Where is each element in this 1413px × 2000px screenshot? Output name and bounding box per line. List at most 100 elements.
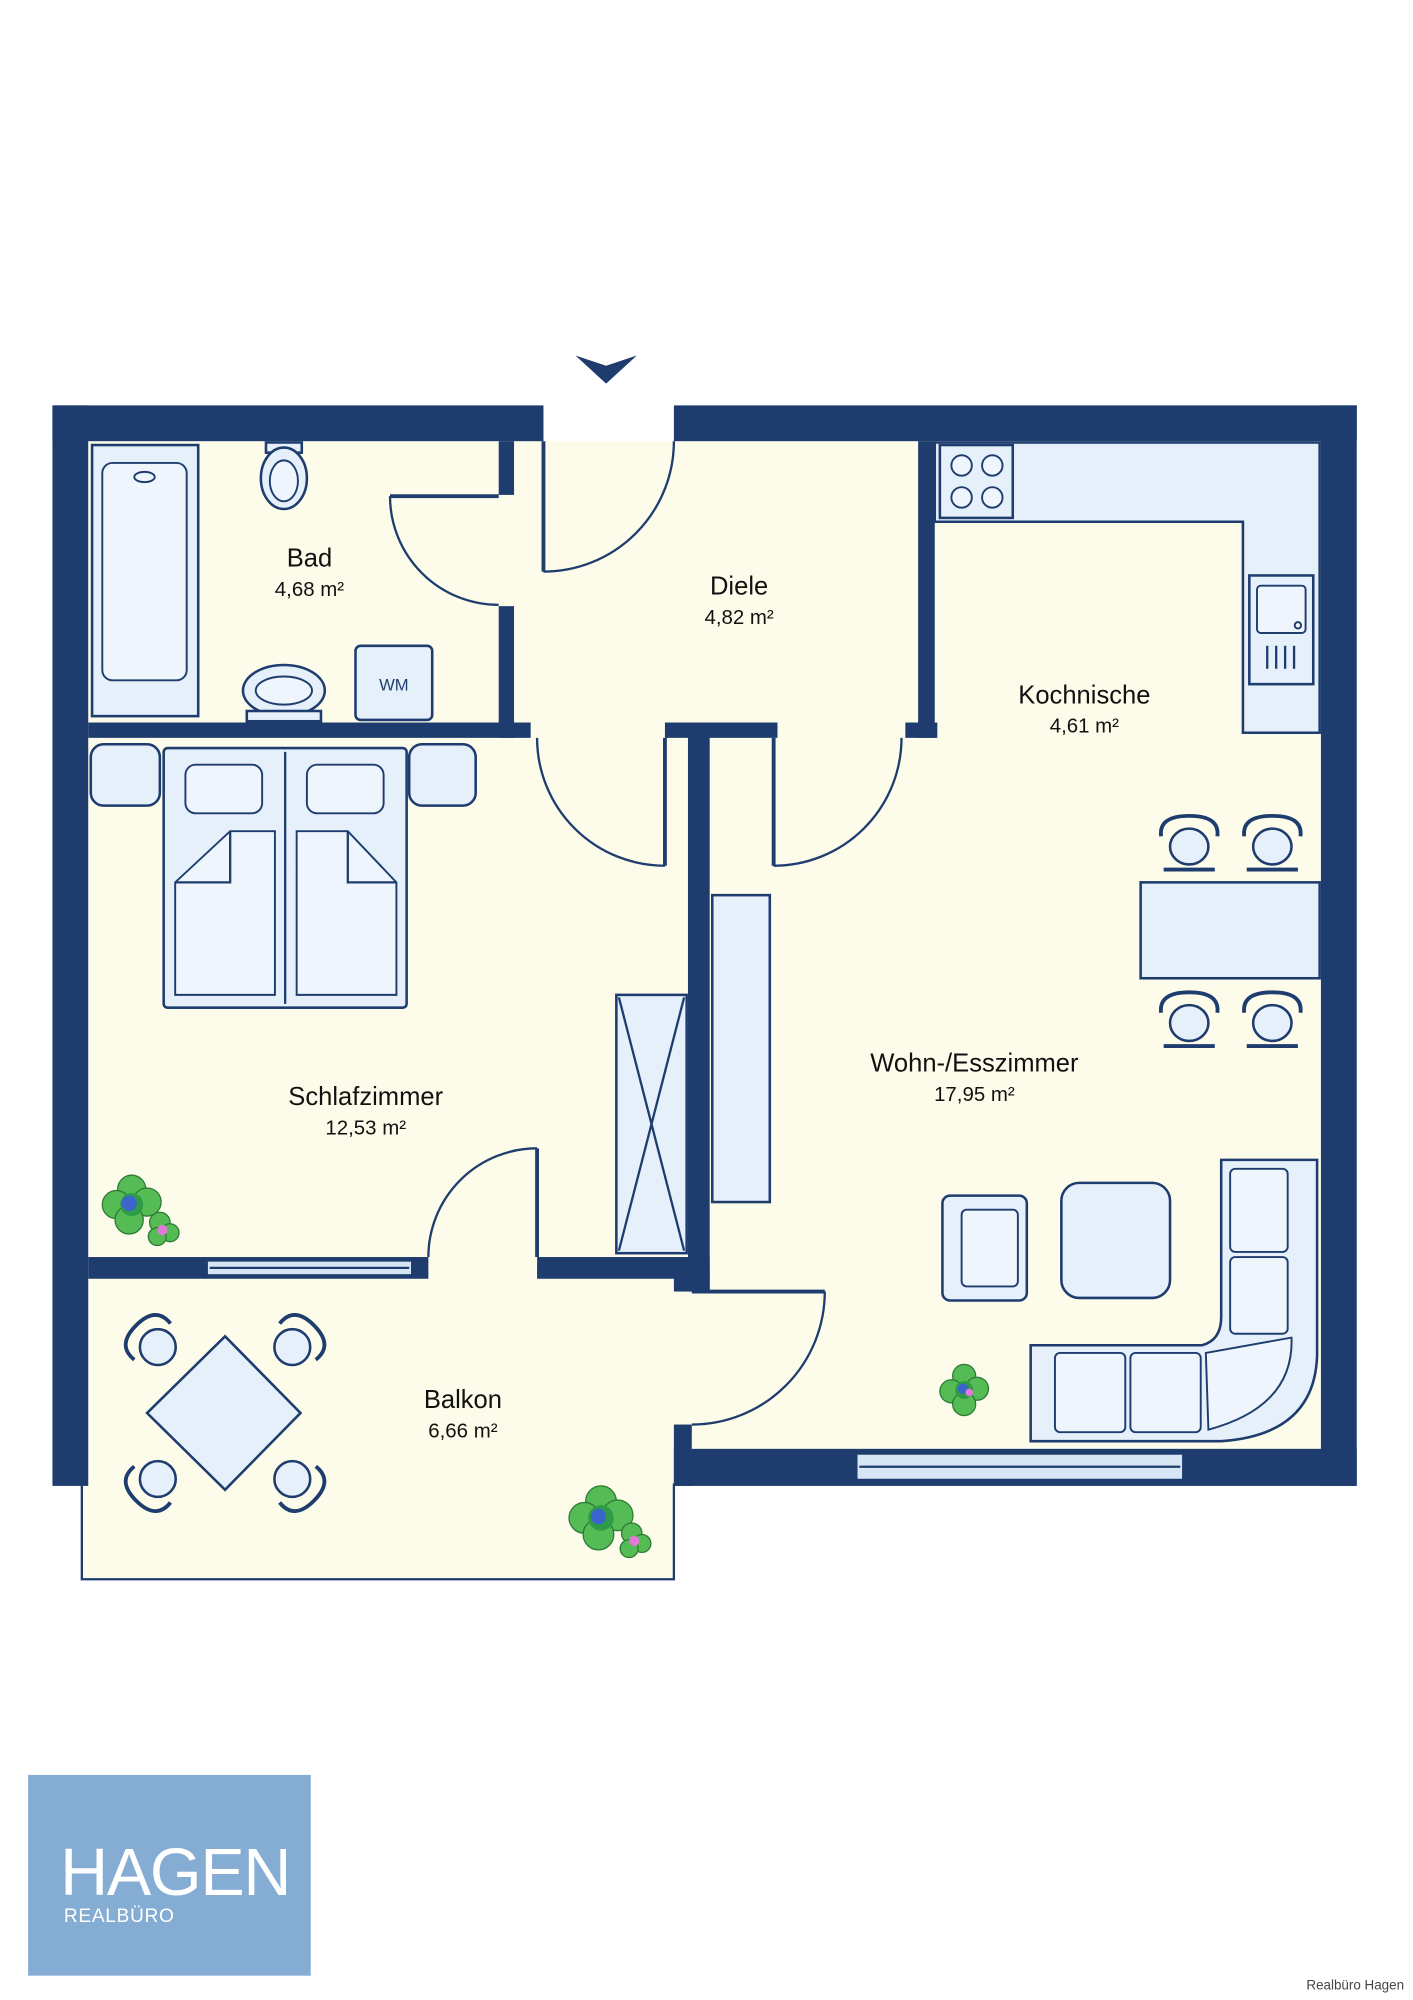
door-wohnzimmer-balkon xyxy=(691,1289,826,1426)
door-swing xyxy=(535,737,665,867)
room-name-bad: Bad xyxy=(287,545,332,573)
plant-core xyxy=(590,1508,607,1525)
balkon-chair xyxy=(273,1313,327,1367)
wall-left xyxy=(52,405,89,1486)
windows xyxy=(206,1260,1184,1481)
washbasin-bowl xyxy=(254,675,313,706)
blanket-left xyxy=(174,830,276,996)
bad-fixtures: WM xyxy=(90,441,434,723)
logo-subtitle: REALBÜRO xyxy=(64,1906,175,1927)
bathtub-drain xyxy=(133,470,156,484)
sink-basin xyxy=(1256,584,1307,634)
room-area-diele: 4,82 m² xyxy=(704,606,773,629)
doors xyxy=(388,441,903,1426)
door-entrance xyxy=(541,441,676,573)
balkon-chair xyxy=(123,1459,177,1514)
room-area-wohn-esszimmer: 17,95 m² xyxy=(934,1083,1015,1106)
chair-seat xyxy=(273,1327,312,1367)
nightstand-right xyxy=(407,742,477,807)
chair-back xyxy=(1242,813,1303,837)
blanket-right-fold xyxy=(346,831,397,884)
room-name-wohn-esszimmer: Wohn-/Esszimmer xyxy=(870,1050,1079,1078)
room-labels: Bad 4,68 m² Diele 4,82 m² Kochnische 4,6… xyxy=(275,545,1151,1443)
door-swing xyxy=(543,441,676,573)
burner xyxy=(981,486,1004,509)
chair-seat xyxy=(1168,827,1210,866)
dining-table xyxy=(1139,881,1321,980)
washbasin-base xyxy=(245,709,323,723)
wall-bad-diele-lower xyxy=(498,606,515,738)
balkon-furniture xyxy=(123,1313,327,1514)
wall-schlaf-wohn xyxy=(687,722,710,1292)
sink-drain xyxy=(1293,621,1303,630)
balkon-outline xyxy=(80,1483,676,1581)
door-swing xyxy=(427,1147,538,1258)
chair-back xyxy=(1159,990,1220,1014)
room-area-kochnische: 4,61 m² xyxy=(1050,715,1119,738)
coffee-table xyxy=(1060,1181,1172,1300)
chair-seat xyxy=(138,1327,177,1367)
nightstand-left xyxy=(89,742,162,807)
plant-bloom xyxy=(629,1535,640,1547)
chair-back xyxy=(123,1313,172,1362)
wall-balkon-stub xyxy=(673,1276,710,1292)
chair-back xyxy=(1159,813,1220,837)
door-schlafzimmer xyxy=(535,737,667,867)
company-logo: HAGEN REALBÜRO xyxy=(28,1774,311,1976)
plant-icon xyxy=(101,1174,180,1247)
room-area-bad: 4,68 m² xyxy=(275,578,344,601)
chair-seat xyxy=(138,1459,177,1499)
chair-seat xyxy=(1251,1003,1293,1043)
balkon-table xyxy=(145,1334,303,1492)
sofa-cushion xyxy=(1229,1167,1289,1253)
room-name-balkon: Balkon xyxy=(424,1386,502,1414)
dining-chair xyxy=(1159,813,1220,872)
sink-drainer xyxy=(1266,645,1296,669)
wall-top-right xyxy=(673,405,1357,442)
chair-back xyxy=(278,1464,327,1514)
wall-diele-kochnische xyxy=(918,441,935,738)
chair-seat xyxy=(273,1459,312,1499)
plant-core xyxy=(957,1383,969,1394)
balkon-chair xyxy=(123,1313,177,1367)
room-area-schlafzimmer: 12,53 m² xyxy=(325,1116,406,1139)
door-swing xyxy=(691,1291,826,1426)
stove xyxy=(938,443,1015,520)
kochnische-furniture xyxy=(933,441,1321,1048)
chair-seat xyxy=(1251,827,1293,866)
wall-diele-bottom-left xyxy=(664,722,778,738)
washing-machine-label: WM xyxy=(379,676,409,695)
sofa-cushion xyxy=(1129,1351,1202,1434)
plant-bloom xyxy=(965,1388,974,1397)
footer-credit: Realbüro Hagen xyxy=(1306,1978,1404,1993)
door-bad xyxy=(388,494,499,607)
wall-schlaf-balkon-right xyxy=(537,1257,710,1279)
pillow-right xyxy=(305,763,385,815)
wall-bad-diele-upper xyxy=(498,441,515,495)
sofa-cushion xyxy=(1053,1351,1127,1434)
room-name-diele: Diele xyxy=(710,573,768,601)
door-schlafzimmer-balkon xyxy=(427,1147,539,1258)
logo-background xyxy=(28,1774,311,1976)
burner xyxy=(950,486,973,509)
toilet-seat xyxy=(268,459,299,503)
chair-back xyxy=(278,1313,327,1362)
dining-chair xyxy=(1242,813,1303,872)
dining-chair xyxy=(1242,990,1303,1048)
wall-bad-bottom xyxy=(88,722,531,738)
door-wohnzimmer xyxy=(771,737,903,867)
logo-name: HAGEN xyxy=(60,1836,290,1910)
plant-core xyxy=(121,1195,137,1211)
balkon-chair xyxy=(273,1459,327,1514)
pillow-left xyxy=(184,763,264,815)
blanket-right xyxy=(295,830,398,996)
room-area-balkon: 6,66 m² xyxy=(428,1419,497,1442)
room-name-schlafzimmer: Schlafzimmer xyxy=(288,1083,443,1111)
wohnzimmer-furniture xyxy=(710,893,1319,1443)
chair-back xyxy=(123,1464,172,1514)
wardrobe-cross-b xyxy=(617,997,686,1251)
schlafzimmer-furniture xyxy=(89,742,688,1255)
wall-right xyxy=(1320,405,1357,1486)
dining-chair xyxy=(1159,990,1220,1048)
